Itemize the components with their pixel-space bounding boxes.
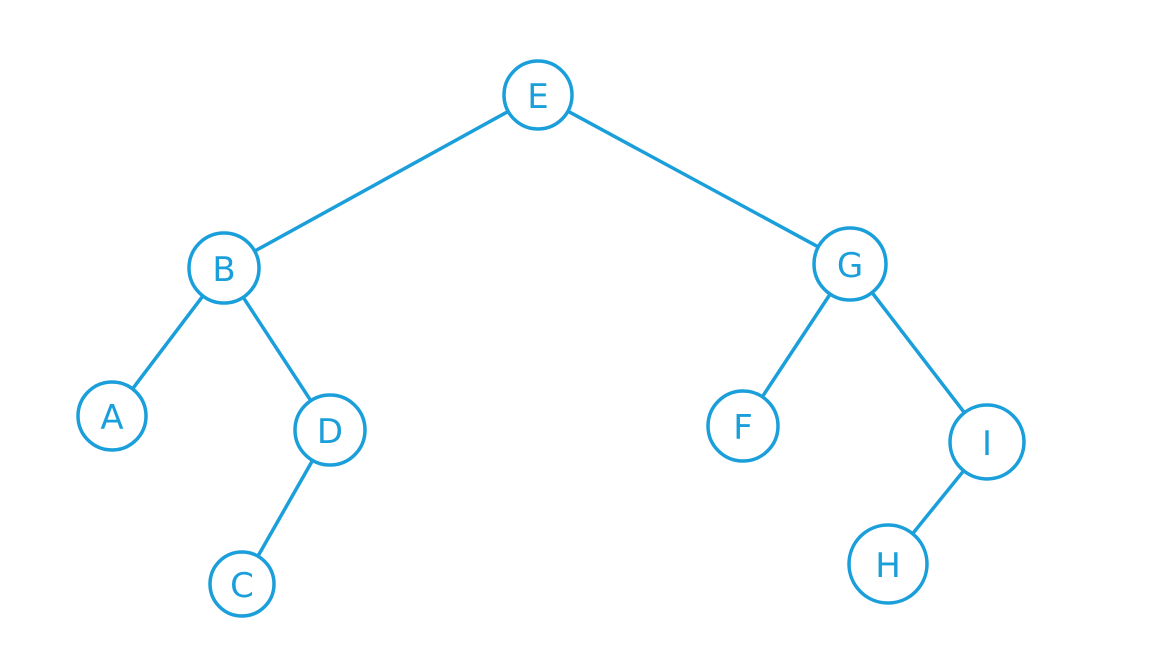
edge-d-c	[256, 458, 315, 558]
tree-nodes: E B G A D C F I H	[76, 59, 1026, 618]
node-label: E	[527, 77, 548, 117]
node-label: A	[100, 398, 123, 438]
node-circle	[706, 389, 780, 463]
node-circle	[948, 403, 1026, 481]
node-label: H	[875, 546, 901, 586]
node-circle	[502, 59, 574, 131]
node-circle	[76, 380, 148, 452]
edge-g-f	[760, 292, 832, 399]
tree-node-f: F	[706, 389, 780, 463]
edge-g-i	[870, 290, 967, 415]
tree-node-g: G	[812, 226, 888, 302]
node-circle	[847, 523, 929, 605]
node-circle	[187, 231, 261, 305]
edge-e-b	[252, 109, 510, 253]
tree-node-e: E	[502, 59, 574, 131]
edge-i-h	[910, 468, 966, 536]
edge-b-d	[241, 295, 313, 403]
node-label: F	[733, 408, 753, 448]
node-label: D	[317, 412, 343, 452]
node-label: B	[212, 250, 235, 290]
node-circle	[812, 226, 888, 302]
node-circle	[208, 550, 276, 618]
tree-edges	[130, 109, 967, 558]
node-circle	[293, 393, 367, 467]
tree-node-d: D	[293, 393, 367, 467]
node-label: C	[230, 566, 254, 606]
edge-e-g	[566, 109, 821, 249]
node-label: G	[837, 246, 863, 286]
tree-node-a: A	[76, 380, 148, 452]
node-label: I	[982, 424, 992, 464]
edge-b-a	[130, 294, 205, 391]
tree-node-i: I	[948, 403, 1026, 481]
tree-node-c: C	[208, 550, 276, 618]
tree-node-h: H	[847, 523, 929, 605]
tree-node-b: B	[187, 231, 261, 305]
